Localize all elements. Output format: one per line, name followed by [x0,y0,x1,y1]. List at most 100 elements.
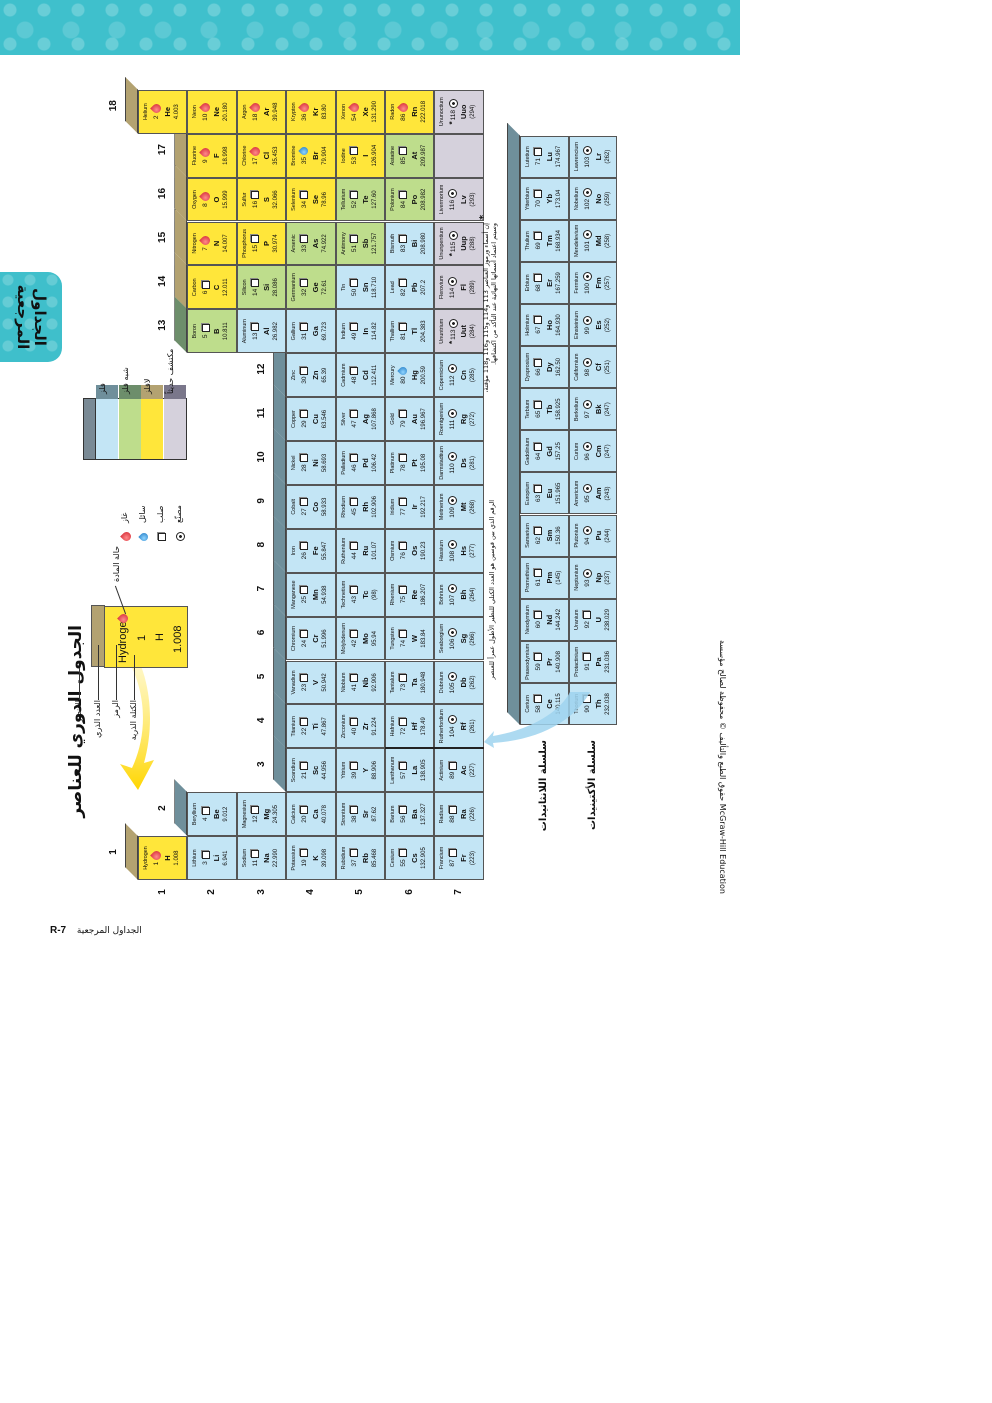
atomic-number: 91 [583,663,591,671]
synthetic-circle-icon [448,188,458,198]
solid-cube-icon [534,442,543,451]
atomic-number: 111 [449,419,457,430]
solid-cube-icon [349,586,358,595]
atomic-number: 3 [202,861,210,865]
element-number-row: 92 [582,600,593,640]
element-symbol: He [163,106,172,117]
element-name: Tellurium [340,188,347,211]
element-name: Sulfur [241,192,248,207]
group-label: 12 [256,363,268,375]
element-symbol: Lv [459,195,469,204]
atomic-number: 115 [450,241,458,253]
element-number-row: 96 [582,431,593,471]
atomic-mass: (261) [470,719,477,734]
element-symbol: O [212,196,222,203]
group-label: 2 [157,805,169,811]
cell-top-face [174,779,187,836]
element-name: Cadmium [340,363,347,387]
element-number-row: 105 [448,662,458,704]
element-name: Curium [573,442,580,461]
solid-cube-icon [201,280,210,289]
period-label: 1 [156,889,168,895]
atomic-number: 18 [252,113,260,121]
atomic-number: 20 [301,815,309,823]
atomic-number: 65 [535,410,542,418]
element-name: Molybdenum [340,623,347,655]
element-symbol: Ne [212,106,222,117]
element-number-row: 100 [582,263,593,303]
atomic-mass: 4.003 [174,104,180,120]
atomic-number: 80 [400,376,407,384]
element-symbol: Ho [545,320,554,331]
state-legend-item: غاز [120,485,134,545]
element-symbol: Ar [261,107,271,116]
group-label: 13 [157,319,169,331]
atomic-number: 108 [449,550,457,562]
solid-cube-icon [534,611,543,620]
element-number-row: 108 [448,530,458,572]
solid-cube-icon [349,805,358,814]
element-name: Seaborgium [439,623,446,654]
atomic-number: 81 [400,332,407,340]
element-number-row: 64 [534,431,544,471]
atomic-mass: 50.942 [322,673,329,692]
atomic-mass: 208.980 [421,232,427,255]
element-number-row: 25 [300,574,310,616]
element-symbol: Eu [545,488,554,499]
element-number-row: 77 [399,486,409,528]
atomic-mass: (268) [470,499,477,514]
element-name: Ununoctium [439,97,446,127]
atomic-mass: (262) [604,149,611,164]
atomic-mass: 63.546 [322,409,329,429]
atomic-number: 24 [301,639,309,648]
atomic-mass: 55.847 [322,541,329,560]
solid-cube-icon [300,717,309,726]
atomic-mass: 200.59 [421,365,427,385]
atomic-mass: 44.956 [322,761,329,780]
reference-tables-tab[interactable]: الجداول المرجعية [0,272,62,362]
atomic-mass: (259) [604,191,611,206]
atomic-number: 97 [583,411,591,419]
element-number-row: 73 [399,662,409,704]
element-number-row: 87 [448,837,458,879]
solid-cube-icon [251,234,260,243]
element-name: Thulium [525,231,531,251]
element-symbol: Si [261,283,271,291]
solid-cube-icon [534,484,543,493]
atomic-mass: (251) [604,360,611,375]
element-symbol: Uut [459,325,469,338]
key-leader-line [98,645,99,700]
element-name: Chromium [291,626,298,652]
atomic-number: 79 [400,420,407,428]
solid-cube-icon [399,673,408,682]
element-symbol: U [593,617,603,623]
atomic-number: 48 [350,376,358,384]
gas-drop-icon [150,102,163,116]
solid-cube-icon [349,366,358,375]
element-name: Fermium [573,272,580,294]
element-symbol: Gd [545,446,554,457]
element-symbol: Sr [360,810,370,819]
atomic-number: 70 [535,200,542,208]
atomic-number: 45 [350,508,358,516]
element-name: Uranium [573,609,580,630]
element-symbol: Ta [410,678,419,687]
element-number-row: *118 [448,91,459,133]
element-symbol: Lu [545,152,554,162]
element-symbol: At [410,151,419,160]
element-name: Mendelevium [573,224,580,257]
